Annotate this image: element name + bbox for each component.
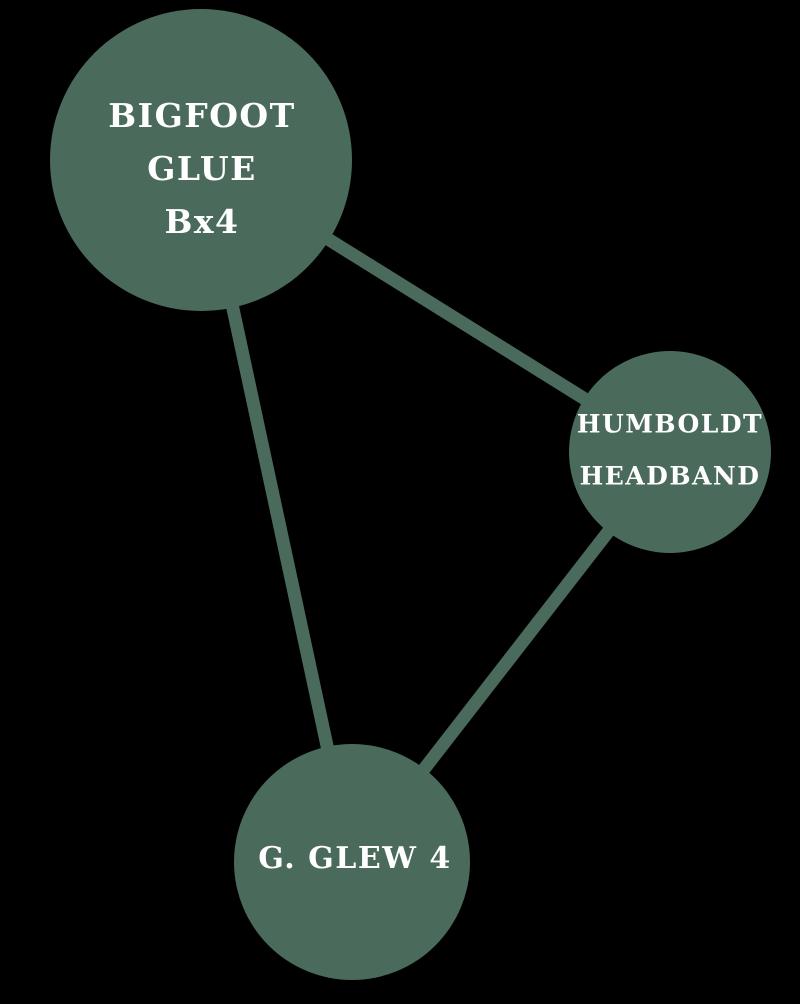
- node-label-line: HUMBOLDT: [577, 410, 763, 439]
- node-bigfoot-glue[interactable]: BIGFOOT GLUE Bx4: [50, 9, 352, 311]
- node-label-line: HEADBAND: [580, 462, 761, 491]
- node-circle: [50, 9, 352, 311]
- node-label-line: Bx4: [164, 202, 239, 241]
- node-label-line: BIGFOOT: [108, 96, 296, 135]
- node-circle: [234, 744, 470, 980]
- node-g-glew-4[interactable]: G. GLEW 4: [234, 744, 470, 980]
- node-label-line: G. GLEW 4: [258, 841, 452, 876]
- node-label-line: GLUE: [147, 149, 257, 188]
- node-humboldt-headband[interactable]: HUMBOLDT HEADBAND: [569, 351, 771, 553]
- nodes-layer: BIGFOOT GLUE Bx4 HUMBOLDT HEADBAND G. GL…: [50, 9, 771, 980]
- node-circle: [569, 351, 771, 553]
